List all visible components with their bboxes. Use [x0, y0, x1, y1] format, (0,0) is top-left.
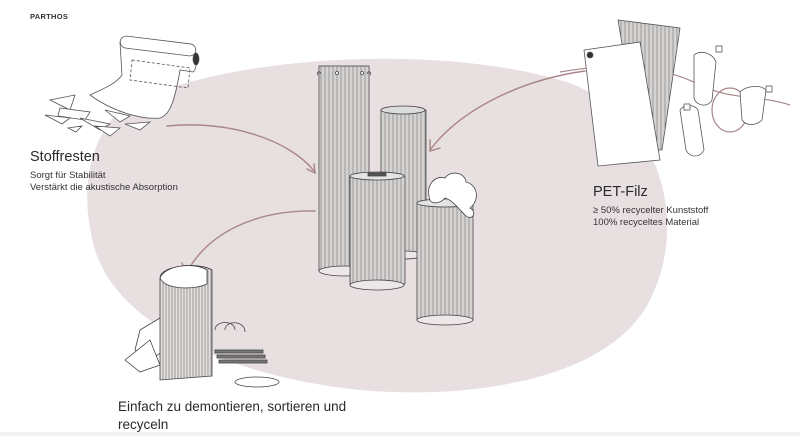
end-of-life-line-1: Einfach zu demontieren, sortieren und — [118, 399, 347, 414]
stoffresten-block: Stoffresten Sorgt für Stabilität Verstär… — [30, 148, 178, 194]
pet-filz-block: PET-Filz ≥ 50% recycelter Kunststoff 100… — [593, 183, 708, 229]
stoffresten-line-1: Sorgt für Stabilität — [30, 170, 106, 181]
arrow-pet-to-columns — [429, 70, 586, 152]
brand-logo: PARTHOS — [30, 12, 69, 21]
recycle-icon — [586, 51, 594, 59]
end-of-life-line-2: recyceln — [118, 417, 169, 432]
stoffresten-line-2: Verstärkt die akustische Absorption — [30, 182, 178, 193]
pet-filz-title: PET-Filz — [593, 184, 648, 200]
plant-icon — [428, 172, 477, 218]
pet-filz-line-1: ≥ 50% recycelter Kunststoff — [593, 205, 709, 216]
bottom-edge — [0, 432, 800, 436]
end-of-life-block: Einfach zu demontieren, sortieren und re… — [118, 398, 346, 434]
disassembled-column-illustration — [124, 265, 280, 388]
stoffresten-title: Stoffresten — [30, 149, 100, 165]
acoustic-columns-illustration — [317, 65, 477, 326]
fabric-scraps-illustration — [44, 35, 200, 137]
pet-felt-bottles-illustration — [583, 19, 773, 167]
pet-filz-line-2: 100% recyceltes Material — [593, 217, 700, 228]
arrow-stoff-to-columns — [166, 124, 316, 175]
